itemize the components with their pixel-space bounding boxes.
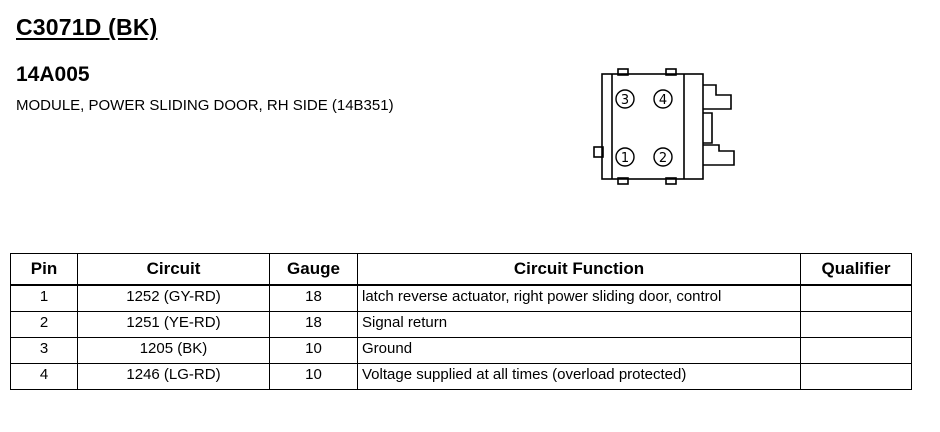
pin-cell: 3 (10, 337, 78, 364)
function-cell: Voltage supplied at all times (overload … (357, 363, 801, 390)
header-circuit-function: Circuit Function (357, 253, 801, 286)
table-row: 4 1246 (LG-RD) 10 Voltage supplied at al… (10, 363, 912, 390)
gauge-cell: 10 (269, 337, 358, 364)
table-row: 3 1205 (BK) 10 Ground (10, 337, 912, 364)
header-qualifier: Qualifier (800, 253, 912, 286)
circuit-cell: 1252 (GY-RD) (77, 284, 270, 312)
gauge-cell: 10 (269, 363, 358, 390)
pin-3-label: 3 (621, 93, 629, 108)
header-circuit: Circuit (77, 253, 270, 286)
pinout-table: Pin Circuit Gauge Circuit Function Quali… (10, 253, 912, 390)
function-cell: latch reverse actuator, right power slid… (357, 284, 801, 312)
circuit-cell: 1205 (BK) (77, 337, 270, 364)
pin-4-label: 4 (659, 93, 667, 108)
qualifier-cell (800, 284, 912, 312)
qualifier-cell (800, 363, 912, 390)
header-pin: Pin (10, 253, 78, 286)
pin-2-label: 2 (659, 151, 667, 166)
gauge-cell: 18 (269, 311, 358, 338)
function-cell: Ground (357, 337, 801, 364)
qualifier-cell (800, 311, 912, 338)
connector-face-diagram: 3 4 1 2 (593, 68, 735, 185)
header-gauge: Gauge (269, 253, 358, 286)
table-row: 1 1252 (GY-RD) 18 latch reverse actuator… (10, 284, 912, 312)
connector-id-heading: C3071D (BK) (16, 14, 158, 40)
qualifier-cell (800, 337, 912, 364)
table-header-row: Pin Circuit Gauge Circuit Function Quali… (10, 253, 912, 286)
component-description: MODULE, POWER SLIDING DOOR, RH SIDE (14B… (16, 97, 394, 114)
pin-1-label: 1 (621, 151, 629, 166)
table-row: 2 1251 (YE-RD) 18 Signal return (10, 311, 912, 338)
pin-cell: 1 (10, 284, 78, 312)
part-number: 14A005 (16, 63, 90, 86)
function-cell: Signal return (357, 311, 801, 338)
pin-cell: 4 (10, 363, 78, 390)
circuit-cell: 1251 (YE-RD) (77, 311, 270, 338)
circuit-cell: 1246 (LG-RD) (77, 363, 270, 390)
gauge-cell: 18 (269, 284, 358, 312)
connector-body (601, 73, 704, 180)
pin-cavities: 3 4 1 2 (615, 89, 673, 167)
pin-cell: 2 (10, 311, 78, 338)
